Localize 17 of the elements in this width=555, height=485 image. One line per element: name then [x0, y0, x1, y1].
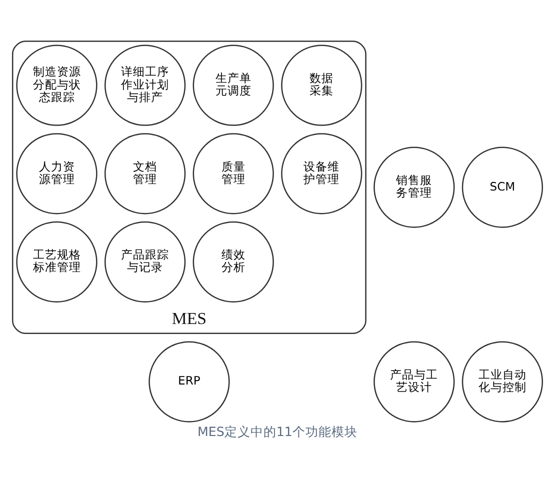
node-circle: 产品跟踪与记录 — [104, 221, 186, 303]
node-circle: 设备维护管理 — [281, 133, 362, 214]
node-circle: 质量管理 — [192, 133, 274, 214]
node-circle: 产品与工艺设计 — [374, 341, 455, 422]
node-circle: 文档管理 — [104, 133, 186, 214]
node-circle: 制造资源分配与状态跟踪 — [16, 44, 98, 126]
node-circle: 工艺规格标准管理 — [16, 221, 98, 303]
node-circle: ERP — [148, 341, 230, 422]
node-circle: SCM — [462, 146, 544, 228]
node-circle: 人力资源管理 — [16, 133, 98, 214]
node-circle: 生产单元调度 — [192, 44, 274, 126]
caption: MES定义中的11个功能模块 — [198, 424, 358, 440]
node-circle: 绩效分析 — [192, 221, 274, 303]
node-circle: 工业自动化与控制 — [462, 341, 544, 422]
node-circle: 销售服务管理 — [374, 146, 455, 228]
node-circle: 详细工序作业计划与排产 — [104, 44, 186, 126]
node-circle: 数据采集 — [281, 44, 362, 126]
